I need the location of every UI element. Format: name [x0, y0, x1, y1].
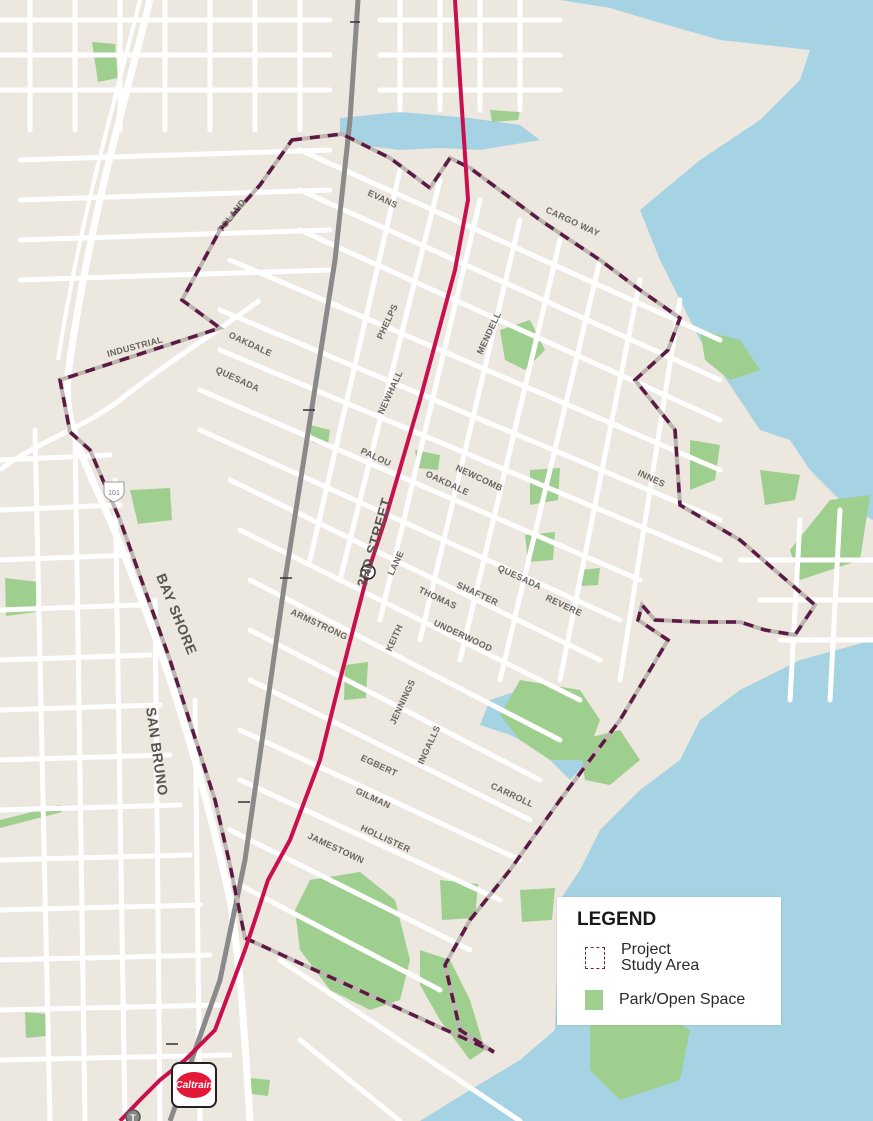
legend-item-study-area: Project Study Area [585, 942, 699, 974]
muni-stop-icon: T [125, 1109, 141, 1121]
t-third-light-rail-line [118, 0, 471, 1121]
caltrain-logo: Caltrain [171, 1062, 217, 1108]
muni-stop-label: T [365, 568, 371, 578]
caltrain-logo-text: Caltrain [175, 1072, 213, 1098]
legend-study-area-line2: Study Area [621, 957, 700, 974]
legend-item-park-label: Park/Open Space [619, 991, 746, 1008]
legend-item-park: Park/Open Space [585, 990, 745, 1010]
project-study-area-boundary-dashes [57, 132, 818, 1054]
highway-shield-label: 101 [108, 490, 120, 497]
park-swatch-icon [585, 990, 603, 1010]
highway-101-shield-icon: 101 [103, 481, 125, 503]
legend-item-study-area-label: Project Study Area [621, 942, 699, 974]
muni-stop-label: T [130, 1113, 136, 1121]
freeway-101 [0, 0, 262, 1121]
dashed-boundary-icon [585, 947, 605, 969]
legend-title: LEGEND [577, 909, 657, 930]
legend-study-area-line1: Project [621, 941, 671, 958]
rail-ticks [166, 21, 360, 1045]
caltrain-rail-line [167, 0, 361, 1121]
muni-stop-icon: T [360, 564, 376, 580]
legend: LEGEND Project Study Area Park/Open Spac… [557, 897, 781, 1025]
